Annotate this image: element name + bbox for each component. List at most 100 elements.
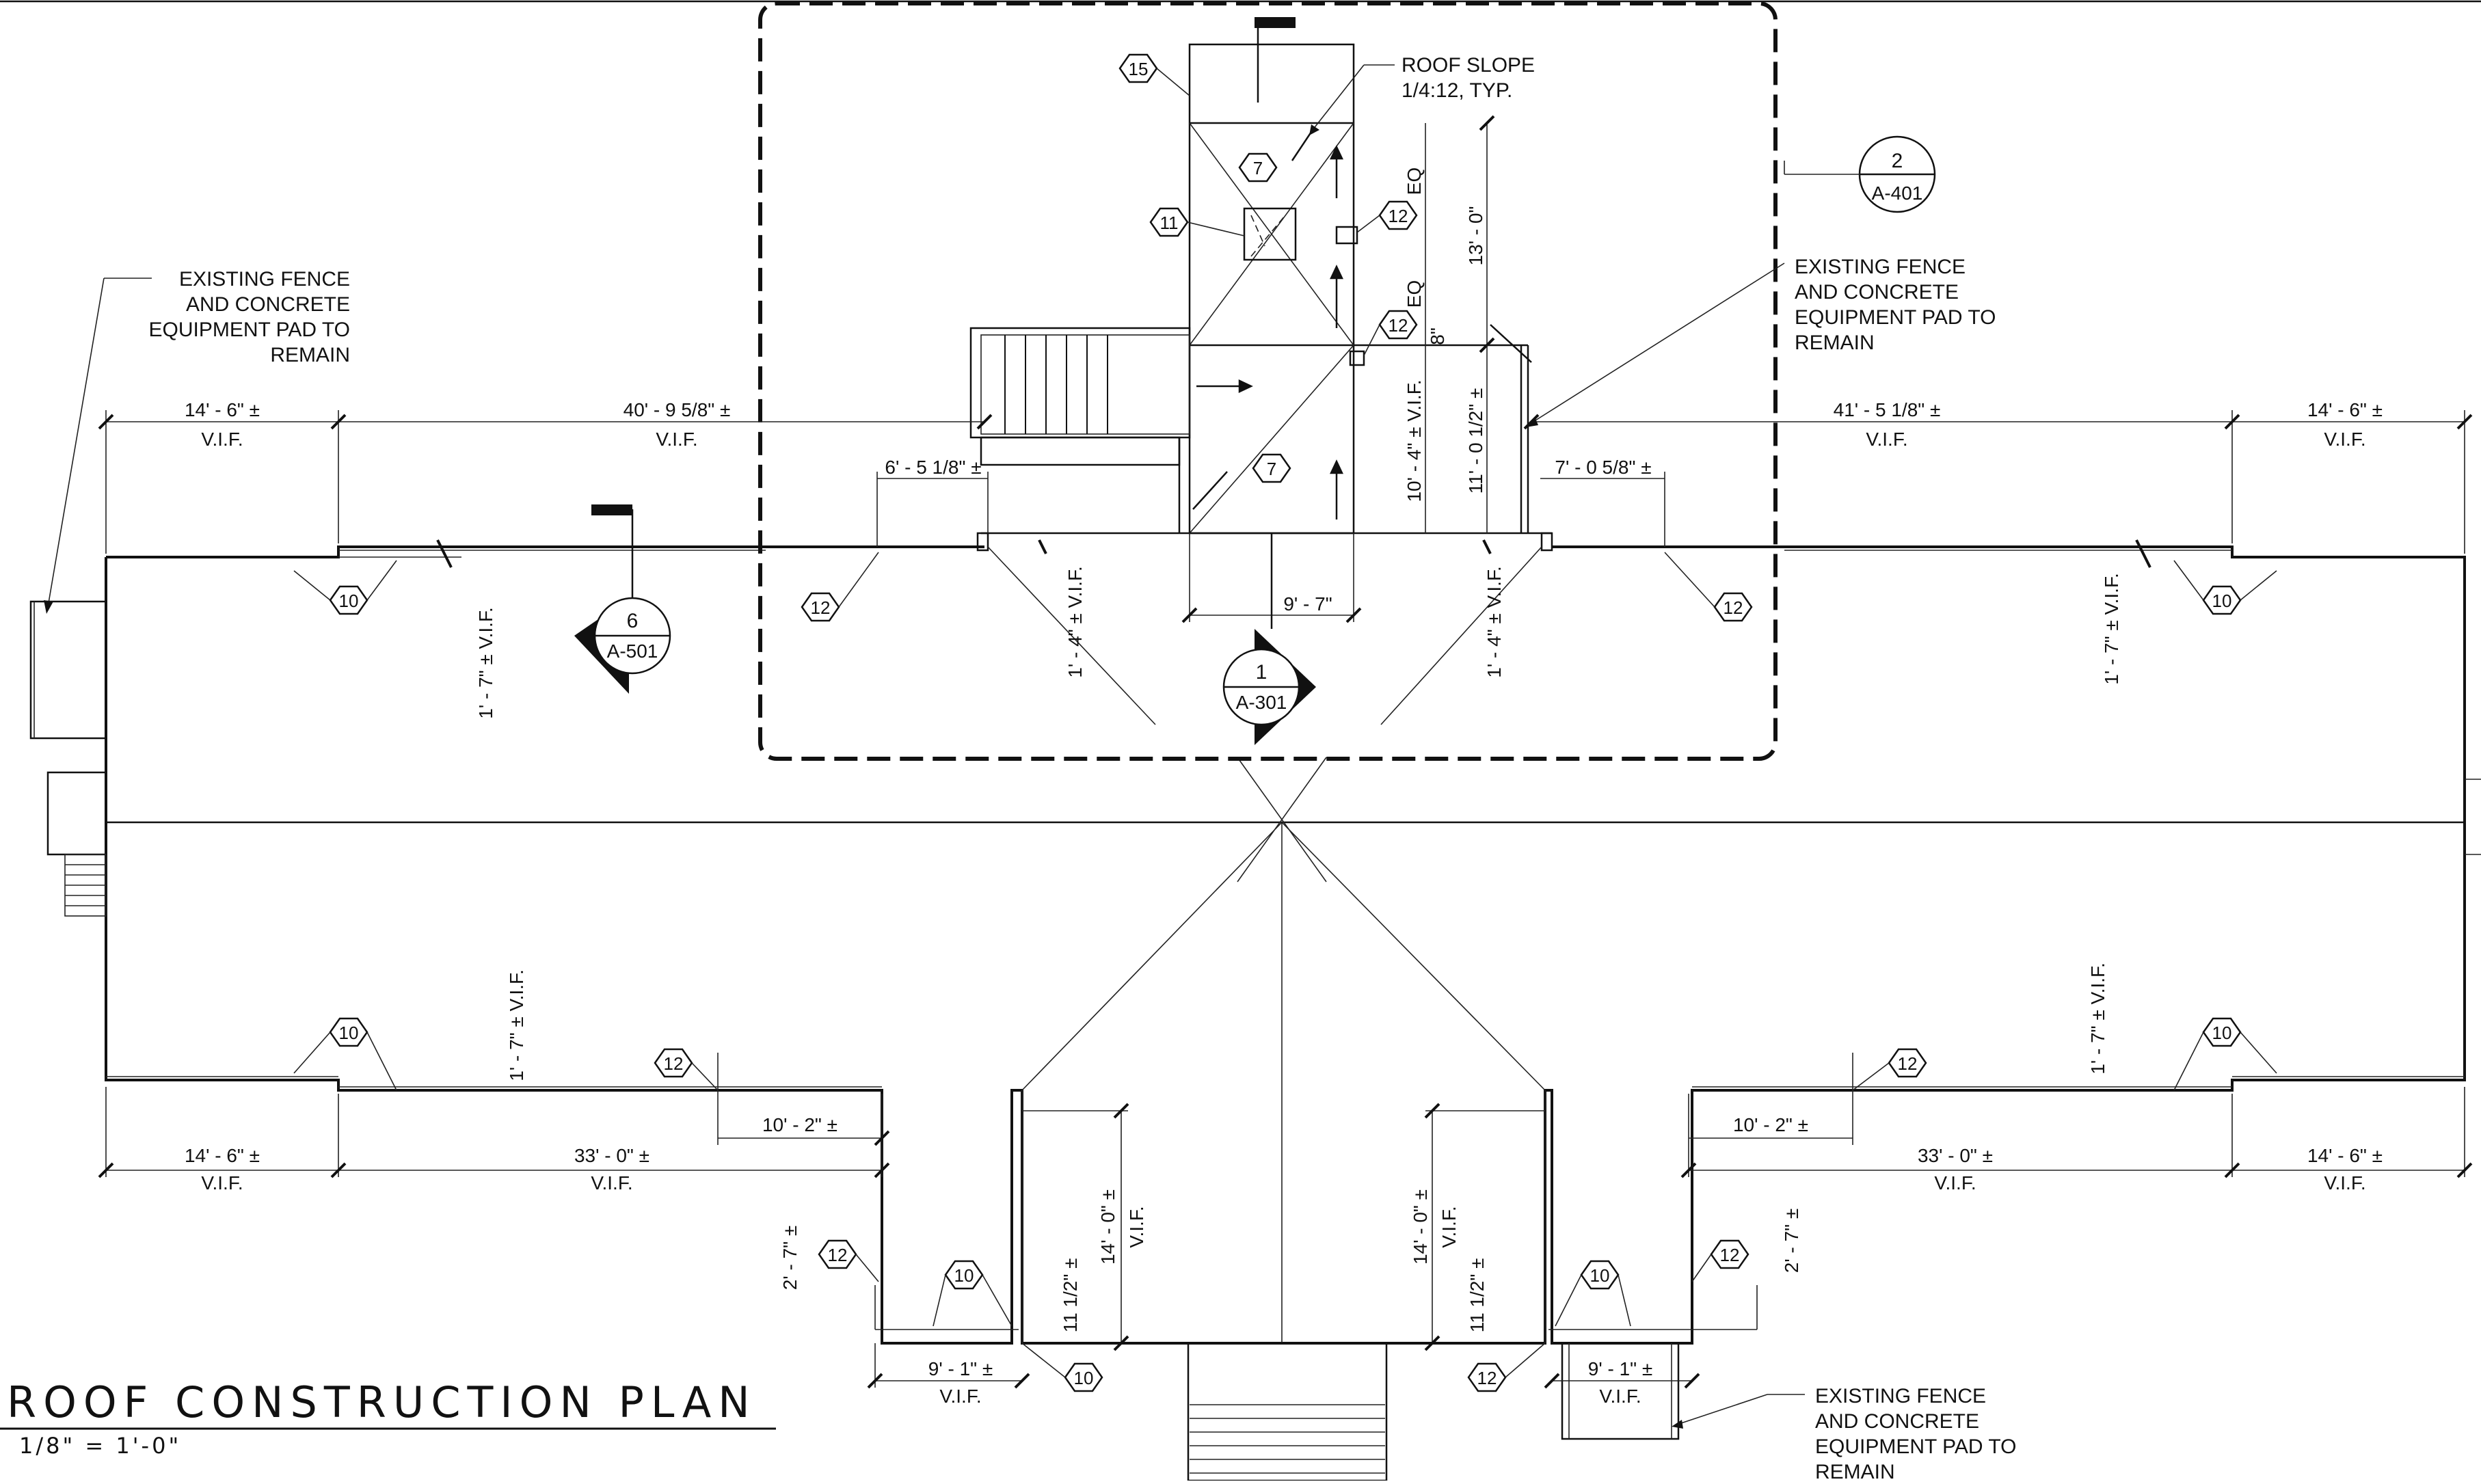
dim-14-6-top-right: 14' - 6" ± — [2307, 399, 2383, 420]
svg-text:12: 12 — [1898, 1053, 1918, 1074]
drawing-title-block: ROOF CONSTRUCTION PLAN 1/8" = 1'-0" — [0, 1377, 776, 1459]
svg-text:7: 7 — [1267, 459, 1276, 479]
dim-6-5: 6' - 5 1/8" ± — [885, 457, 981, 478]
svg-text:AND CONCRETE: AND CONCRETE — [1795, 281, 1959, 303]
left-equipment-pad — [29, 600, 107, 740]
svg-text:12: 12 — [828, 1245, 848, 1265]
keynote-10-lower: 10 — [1021, 1343, 1103, 1392]
dim-10-4: 10' - 4" ± V.I.F. — [1404, 379, 1425, 502]
detail-ref-2-a401: 2 A-401 — [1784, 135, 1936, 213]
svg-text:A-401: A-401 — [1872, 183, 1923, 204]
svg-text:12: 12 — [1389, 315, 1408, 336]
keynote-10-bottom-right: 10 — [2173, 1017, 2277, 1091]
vif-top-left: V.I.F. — [201, 429, 243, 450]
dim-11-half-left: 11 1/2" ± — [1060, 1258, 1081, 1333]
svg-text:EQUIPMENT PAD TO: EQUIPMENT PAD TO — [148, 319, 350, 341]
keynote-12-left: 12 — [801, 552, 879, 622]
svg-text:AND CONCRETE: AND CONCRETE — [186, 293, 350, 316]
svg-text:10: 10 — [2212, 1023, 2232, 1043]
dim-1-7-left-top: 1' - 7" ± V.I.F. — [475, 607, 496, 718]
svg-text:ROOF SLOPE: ROOF SLOPE — [1402, 54, 1535, 77]
dim-8: 8" — [1427, 327, 1448, 345]
svg-text:10: 10 — [1590, 1265, 1610, 1286]
svg-text:7: 7 — [1253, 158, 1263, 178]
dim-1-7-right-bottom: 1' - 7" ± V.I.F. — [2087, 962, 2108, 1074]
svg-text:15: 15 — [1129, 59, 1149, 79]
drawing-scale: 1/8" = 1'-0" — [19, 1433, 181, 1459]
vif-33-0-right: V.I.F. — [1934, 1172, 1976, 1193]
eq-lower: EQ — [1404, 280, 1425, 308]
dim-11-half-right: 11 1/2" ± — [1466, 1258, 1488, 1333]
dim-1-7-right-top: 1' - 7" ± V.I.F. — [2101, 573, 2122, 684]
dim-1-4-left: 1' - 4" ± V.I.F. — [1064, 566, 1086, 677]
svg-text:EXISTING FENCE: EXISTING FENCE — [1815, 1385, 1986, 1407]
dim-14-6-bottom-right: 14' - 6" ± — [2307, 1145, 2383, 1166]
svg-text:10: 10 — [339, 591, 359, 611]
svg-text:12: 12 — [1389, 206, 1408, 226]
svg-text:12: 12 — [1724, 597, 1743, 618]
lower-right-equipment-pad — [1561, 1342, 1680, 1440]
vif-top-right: V.I.F. — [2324, 429, 2365, 450]
keynote-12-pad-right: 12 — [1691, 1239, 1749, 1282]
dim-9-1-right: 9' - 1" ± — [1588, 1358, 1652, 1379]
dim-40-9: 40' - 9 5/8" ± — [623, 399, 731, 420]
svg-text:12: 12 — [1477, 1368, 1497, 1388]
svg-text:12: 12 — [664, 1053, 684, 1074]
vif-bottom-right: V.I.F. — [2324, 1172, 2365, 1193]
keynote-12-bottom-left: 12 — [654, 1048, 719, 1091]
keynote-10-bottom-left: 10 — [293, 1017, 397, 1091]
dimension-lines — [98, 115, 2473, 1389]
dim-7-0: 7' - 0 5/8" ± — [1555, 457, 1651, 478]
keynote-10-top-right: 10 — [2173, 560, 2277, 615]
dim-14-0-left: 14' - 0" ± — [1097, 1189, 1118, 1265]
section-ref-1-a301: 1 A-301 — [1222, 533, 1316, 745]
keynote-12-upper: 12 — [1356, 200, 1418, 233]
rooftop-unit — [1243, 207, 1297, 261]
dim-14-6-bottom-left: 14' - 6" ± — [185, 1145, 260, 1166]
section-ref-6-a501: 6 A-501 — [574, 504, 671, 694]
roof-slope-note: ROOF SLOPE 1/4:12, TYP. — [1309, 54, 1535, 135]
svg-text:A-501: A-501 — [607, 640, 658, 662]
keynote-7-lower: 7 — [1252, 453, 1291, 483]
vif-33-0-left: V.I.F. — [591, 1172, 632, 1193]
svg-text:12: 12 — [1720, 1245, 1740, 1265]
dim-2-7-left: 2' - 7" ± — [779, 1226, 801, 1290]
keynote-12-lower-right: 12 — [1467, 1343, 1546, 1392]
vif-40-9: V.I.F. — [656, 429, 697, 450]
dim-11-0: 11' - 0 1/2" ± — [1465, 388, 1486, 494]
enlarged-plan-boundary — [758, 1, 1778, 761]
svg-text:6: 6 — [627, 610, 639, 632]
eq-upper: EQ — [1404, 167, 1425, 195]
vif-9-1-left: V.I.F. — [939, 1386, 981, 1407]
svg-text:1: 1 — [1256, 661, 1268, 684]
building-outline — [29, 545, 2481, 1482]
svg-text:2: 2 — [1892, 150, 1903, 172]
svg-text:10: 10 — [339, 1023, 359, 1043]
keynote-10-top-left: 10 — [293, 560, 397, 615]
dim-33-0-left: 33' - 0" ± — [574, 1145, 649, 1166]
svg-text:REMAIN: REMAIN — [1795, 332, 1875, 354]
svg-text:1/4:12, TYP.: 1/4:12, TYP. — [1402, 79, 1512, 102]
keynote-15: 15 — [1118, 53, 1190, 96]
keynote-tags: 15 7 11 12 12 7 — [293, 53, 2277, 1392]
dimension-labels: 14' - 6" ± V.I.F. 40' - 9 5/8" ± V.I.F. … — [185, 167, 2383, 1407]
svg-text:REMAIN: REMAIN — [1815, 1461, 1895, 1481]
svg-text:10: 10 — [954, 1265, 974, 1286]
svg-text:10: 10 — [1074, 1368, 1094, 1388]
svg-text:11: 11 — [1160, 213, 1179, 233]
svg-text:EXISTING FENCE: EXISTING FENCE — [179, 268, 350, 291]
keynote-10-pad-right: 10 — [1555, 1260, 1631, 1327]
svg-text:EXISTING FENCE: EXISTING FENCE — [1795, 256, 1966, 278]
dim-10-2-right: 10' - 2" ± — [1733, 1114, 1808, 1135]
svg-text:10: 10 — [2212, 591, 2232, 611]
dim-9-7: 9' - 7" — [1283, 593, 1332, 615]
drawing-title: ROOF CONSTRUCTION PLAN — [7, 1377, 757, 1427]
vif-bottom-left: V.I.F. — [201, 1172, 243, 1193]
dim-9-1-left: 9' - 1" ± — [928, 1358, 993, 1379]
dim-14-6-top-left: 14' - 6" ± — [185, 399, 260, 420]
keynote-12-bottom-right: 12 — [1852, 1048, 1927, 1091]
dim-2-7-right: 2' - 7" ± — [1781, 1209, 1802, 1273]
dim-1-4-right: 1' - 4" ± V.I.F. — [1484, 566, 1505, 677]
fence-note-top-left: EXISTING FENCE AND CONCRETE EQUIPMENT PA… — [44, 268, 350, 614]
